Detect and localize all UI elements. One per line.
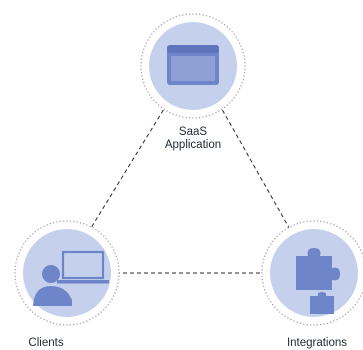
node-saas-application [140,13,246,119]
person-laptop-icon [33,250,109,306]
node-integrations [261,220,363,326]
connector-saas-integrations [218,103,293,234]
connectors [85,103,293,274]
puzzle-piece-icon [296,248,340,314]
node-label-saas-line1: SaaS [178,126,208,138]
node-clients [14,220,120,326]
connector-saas-clients [85,103,168,237]
node-label-saas: SaaS Application [143,126,243,152]
node-label-saas-line2: Application [164,139,222,151]
node-label-clients: Clients [28,337,64,349]
app-window-icon [167,45,219,85]
node-label-integrations: Integrations [286,337,348,349]
